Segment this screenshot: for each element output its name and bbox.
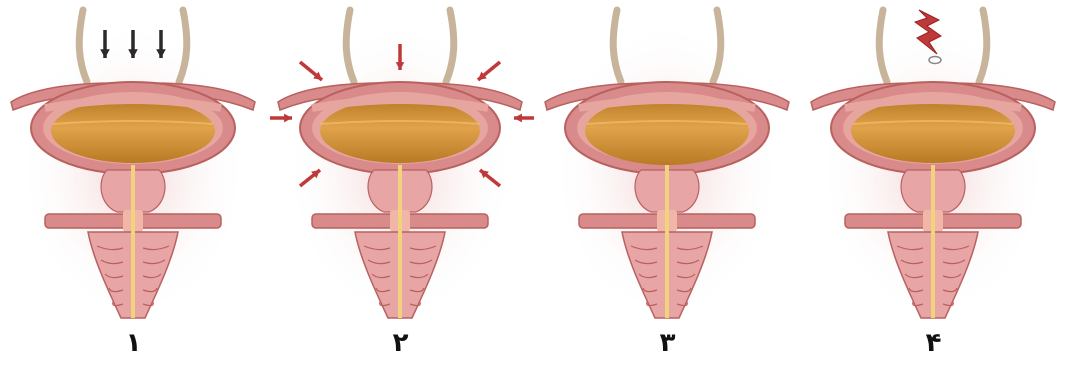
bladder-illustration-1	[0, 0, 267, 330]
pressure-arrow-head	[284, 114, 292, 123]
urine	[320, 99, 480, 163]
panel-number-2: ۲	[267, 328, 534, 358]
panel-1: ۱	[0, 0, 267, 365]
bladder-illustration-3	[534, 0, 801, 330]
panel-number-1: ۱	[0, 328, 267, 358]
panel-number-4: ۴	[800, 328, 1067, 358]
panel-3: ۳	[534, 0, 801, 365]
panel-4: ۴	[800, 0, 1067, 365]
urine	[851, 99, 1015, 163]
pressure-arrow-head	[514, 114, 522, 123]
urine	[51, 99, 215, 163]
panel-2: ۲	[267, 0, 534, 365]
bladder-illustration-2	[267, 0, 534, 330]
bladder-illustration-4	[800, 0, 1067, 330]
panel-number-3: ۳	[534, 328, 801, 358]
